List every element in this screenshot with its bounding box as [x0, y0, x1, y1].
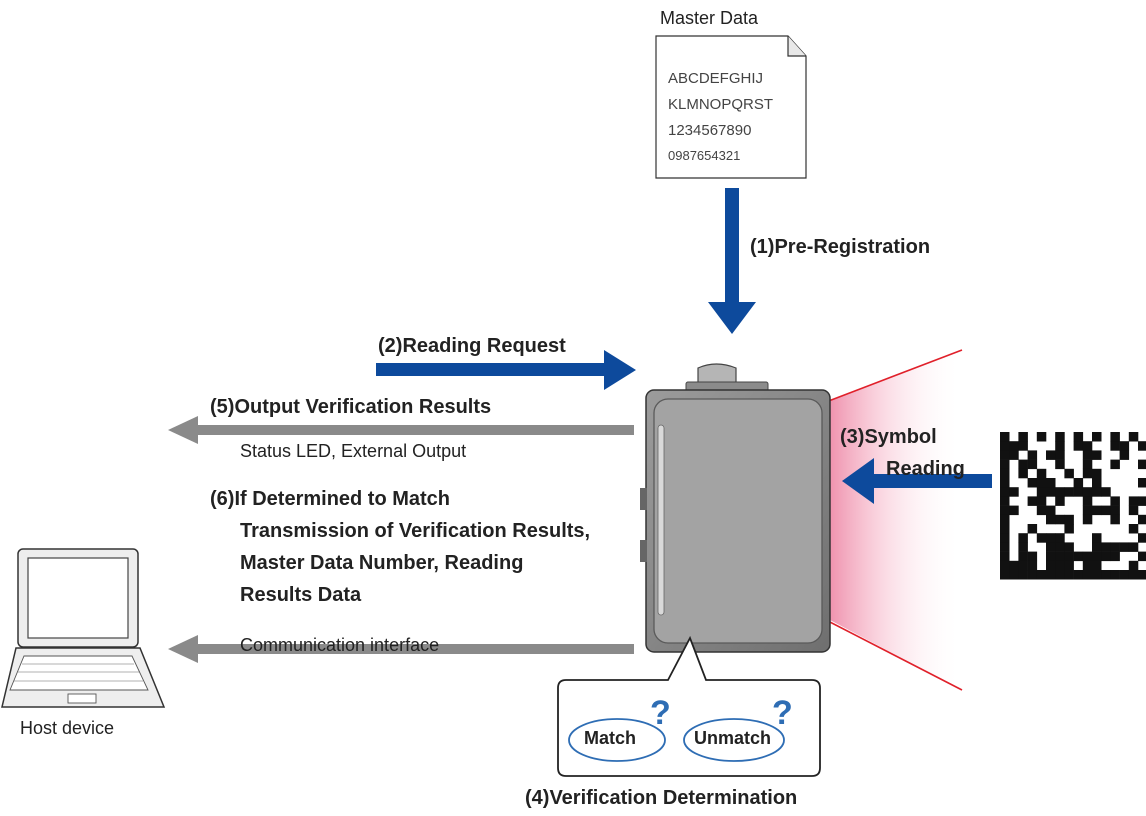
code-reader-device-icon: [640, 363, 831, 653]
master-data-line: ABCDEFGHIJ: [668, 70, 764, 87]
reading-request-arrow: [376, 350, 636, 390]
transmission-label-3: Master Data Number, Reading: [240, 552, 524, 574]
communication-arrow: [168, 635, 634, 663]
laser-beam: [825, 349, 963, 691]
unmatch-question-icon: ?: [772, 694, 793, 732]
pre-registration-arrow: [708, 188, 756, 334]
symbol-reading-label-2: Reading: [886, 458, 965, 480]
master-data-line: 1234567890: [668, 122, 752, 139]
transmission-label-4: Results Data: [240, 584, 362, 606]
communication-interface-label: Communication interface: [240, 635, 440, 655]
symbol-reading-arrow: [842, 458, 992, 504]
transmission-label-1: (6)If Determined to Match: [210, 488, 451, 510]
reading-request-label: (2)Reading Request: [378, 335, 566, 357]
pre-registration-label: (1)Pre-Registration: [750, 236, 931, 258]
data-matrix-symbol-icon: [1000, 432, 1146, 580]
output-results-sub-label: Status LED, External Output: [240, 441, 467, 461]
laptop-icon: [1, 548, 166, 708]
output-results-arrow: [168, 416, 634, 444]
match-label: Match: [584, 728, 637, 748]
master-data-line: KLMNOPQRST: [668, 96, 774, 113]
transmission-label-2: Transmission of Verification Results,: [240, 520, 591, 542]
master-data-document-icon: [655, 35, 807, 179]
master-data-line: 0987654321: [668, 148, 741, 163]
symbol-reading-label: (3)Symbol: [840, 426, 937, 448]
unmatch-label: Unmatch: [694, 728, 772, 748]
verification-determination-label: (4)Verification Determination: [525, 787, 798, 809]
match-question-icon: ?: [650, 694, 671, 732]
output-results-label: (5)Output Verification Results: [210, 396, 492, 418]
host-device-label: Host device: [20, 718, 115, 738]
verification-bubble: [557, 635, 821, 777]
master-data-title: Master Data: [660, 8, 759, 28]
